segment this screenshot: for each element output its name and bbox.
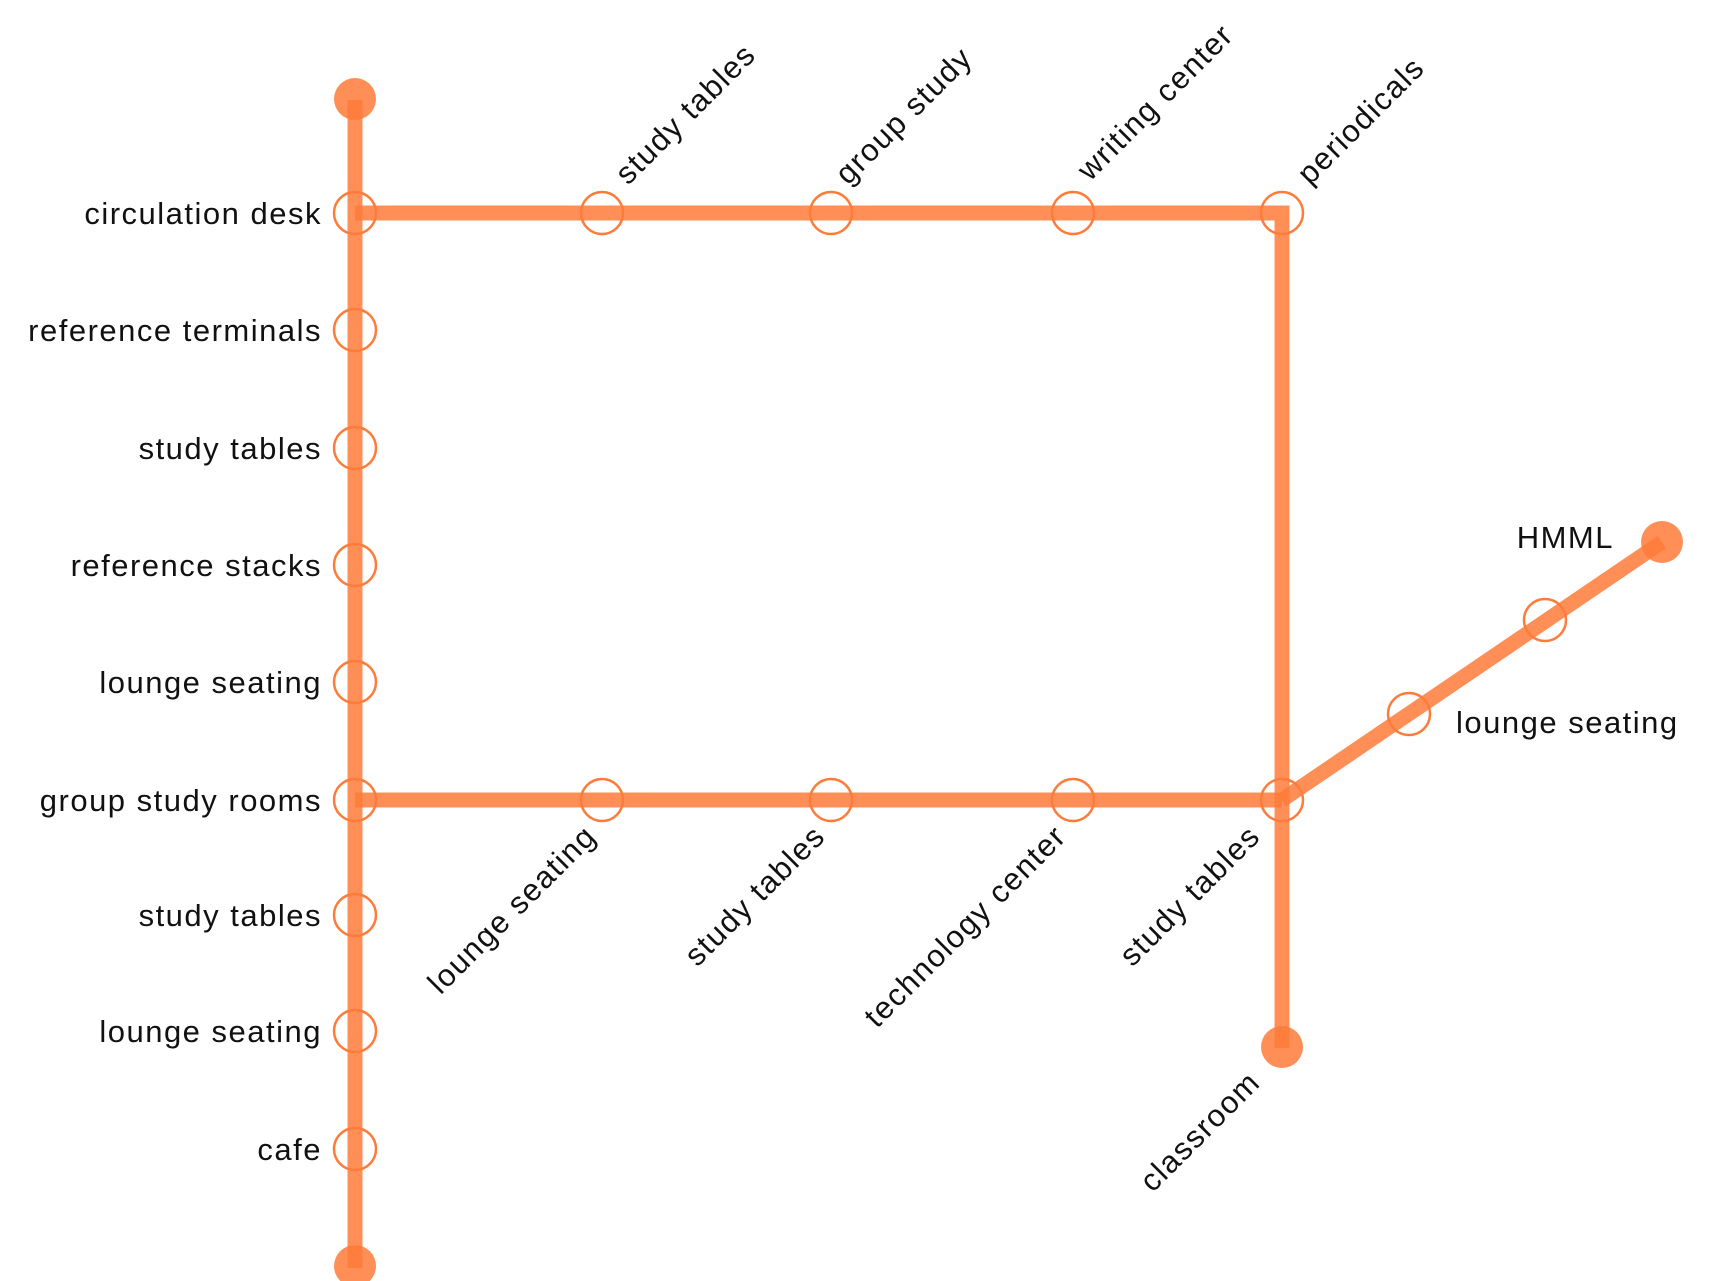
left-labels: circulation desk reference terminals stu… <box>28 196 322 1167</box>
route-hmml-branch <box>1277 535 1667 807</box>
terminal-hmml-dot <box>1641 521 1683 563</box>
stop-study-tables-left-1 <box>332 425 378 471</box>
stops <box>332 190 1568 1172</box>
label-study-tables-bottom-1: study tables <box>677 818 831 972</box>
stop-writing-center <box>1050 190 1096 236</box>
stop-reference-stacks <box>332 542 378 588</box>
stop-study-tables-bottom-1 <box>808 777 854 823</box>
label-group-study-top: group study <box>828 40 979 191</box>
label-circulation-desk: circulation desk <box>84 196 322 231</box>
label-study-tables-bottom-2: study tables <box>1112 818 1266 972</box>
stop-lounge-seating-left-1 <box>332 659 378 705</box>
stop-circulation-desk <box>332 190 378 236</box>
label-writing-center: writing center <box>1069 17 1240 188</box>
branch-labels: HMML lounge seating <box>1456 520 1679 740</box>
stop-study-tables-bottom-2 <box>1259 777 1305 823</box>
label-technology-center: technology center <box>857 818 1073 1034</box>
stop-group-study-rooms <box>332 777 378 823</box>
stop-lounge-seating-branch <box>1386 691 1432 737</box>
stop-cafe <box>332 1126 378 1172</box>
label-study-tables-top: study tables <box>608 36 762 190</box>
label-study-tables-left-1: study tables <box>139 431 322 466</box>
label-lounge-seating-bottom: lounge seating <box>421 818 603 1000</box>
terminals <box>334 78 1683 1281</box>
bottom-labels: lounge seating study tables technology c… <box>421 818 1267 1198</box>
terminal-north-dot <box>334 78 376 120</box>
stop-branch-mid <box>1522 597 1568 643</box>
label-lounge-seating-branch: lounge seating <box>1456 705 1679 740</box>
routes <box>347 100 1667 1268</box>
label-reference-terminals: reference terminals <box>28 313 322 348</box>
label-hmml: HMML <box>1517 520 1614 555</box>
label-classroom: classroom <box>1133 1064 1267 1198</box>
label-lounge-seating-left-2: lounge seating <box>99 1014 322 1049</box>
stop-study-tables-left-2 <box>332 892 378 938</box>
label-lounge-seating-left-1: lounge seating <box>99 665 322 700</box>
terminal-south-dot <box>334 1245 376 1281</box>
label-group-study-rooms: group study rooms <box>40 783 322 818</box>
top-labels: study tables group study writing center … <box>608 17 1431 191</box>
stop-technology-center <box>1050 777 1096 823</box>
label-periodicals: periodicals <box>1290 50 1431 191</box>
label-reference-stacks: reference stacks <box>71 548 322 583</box>
stop-lounge-seating-left-2 <box>332 1008 378 1054</box>
label-cafe: cafe <box>257 1132 322 1167</box>
stop-reference-terminals <box>332 307 378 353</box>
terminal-classroom-dot <box>1261 1026 1303 1068</box>
label-study-tables-left-2: study tables <box>139 898 322 933</box>
stop-lounge-seating-bottom <box>579 777 625 823</box>
stop-group-study-top <box>808 190 854 236</box>
route-north-loop <box>355 205 1290 1048</box>
stop-study-tables-top <box>579 190 625 236</box>
stop-periodicals <box>1259 190 1305 236</box>
